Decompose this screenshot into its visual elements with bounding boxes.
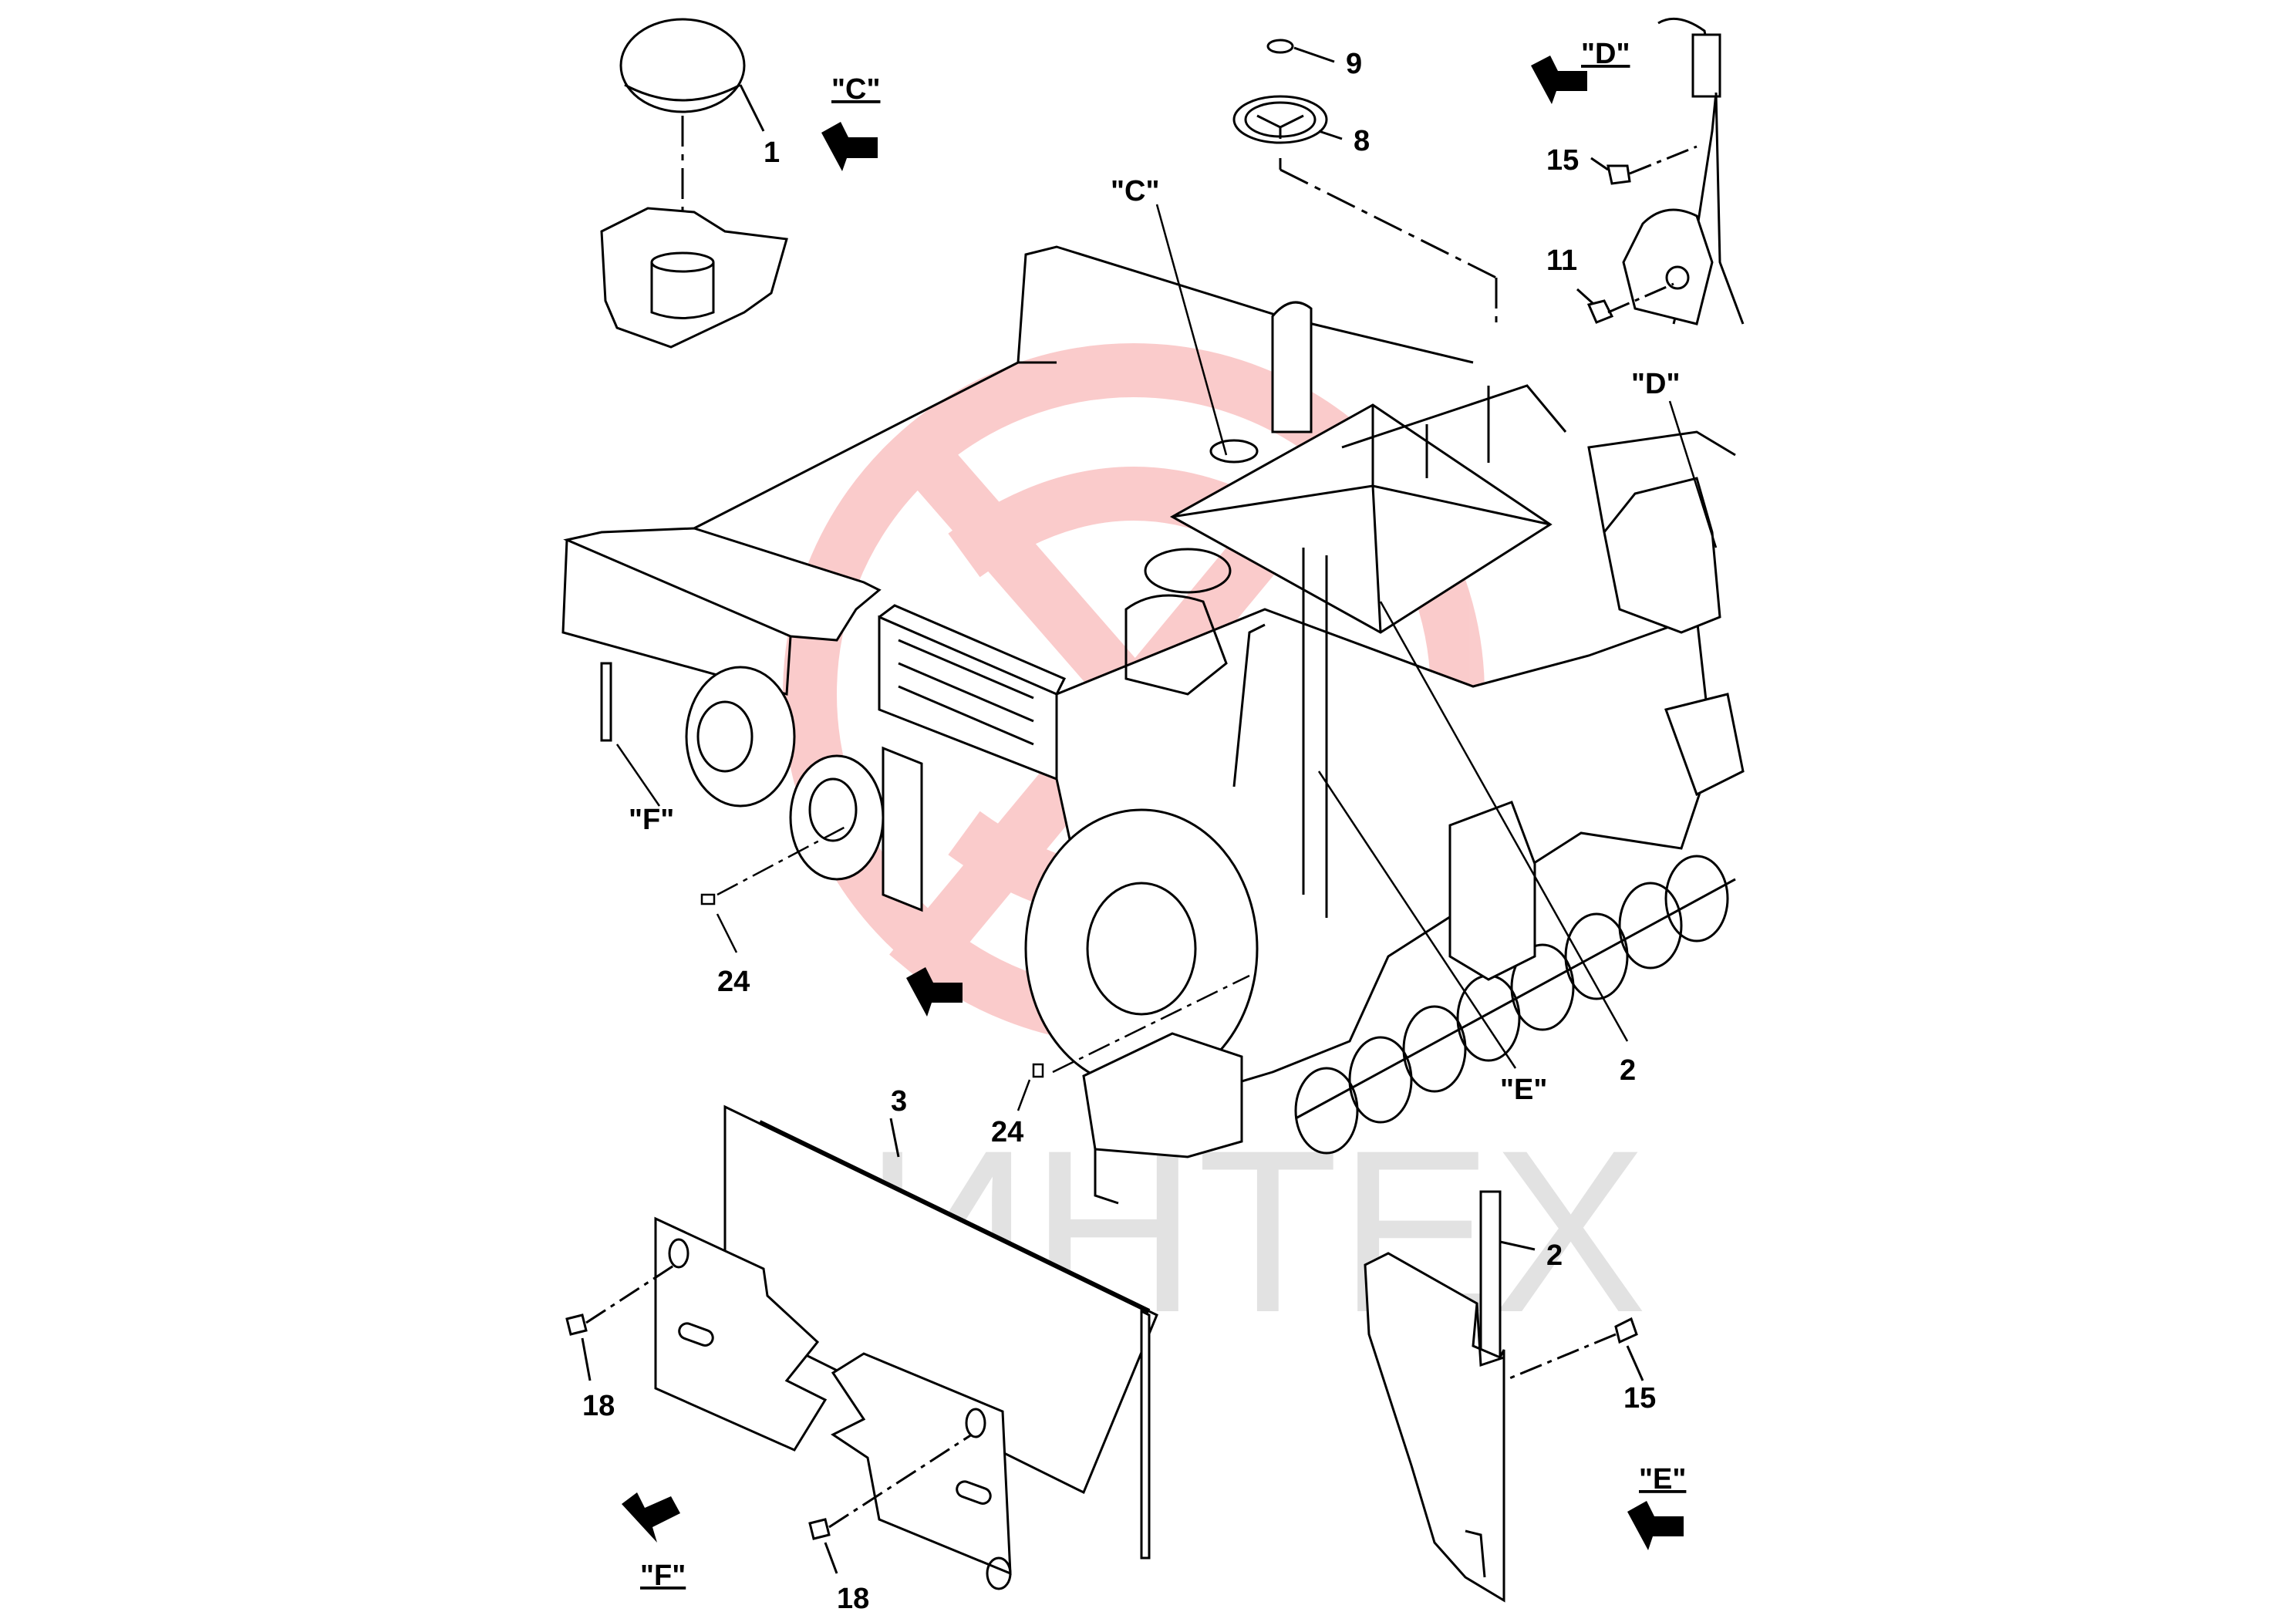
view-arrow-e xyxy=(1627,1501,1684,1550)
callout-8: 8 xyxy=(1354,125,1370,157)
view-arrow-c xyxy=(821,122,878,171)
bolt-part-18b xyxy=(808,1518,831,1540)
callout-2-main: 2 xyxy=(1620,1054,1636,1087)
nut-part-11 xyxy=(1586,299,1614,324)
steering-wheel-detail xyxy=(1232,39,1498,324)
detail-c xyxy=(600,18,788,349)
callout-18-left: 18 xyxy=(582,1390,615,1422)
bracket-plate-left xyxy=(654,1216,828,1452)
callout-15-detail-e: 15 xyxy=(1623,1382,1656,1415)
callout-3: 3 xyxy=(891,1085,907,1118)
view-arrow-f xyxy=(622,1492,680,1543)
leader-lines xyxy=(615,204,1718,1111)
asphalt-paver-body xyxy=(561,245,1745,1205)
view-label-d-main: "D" xyxy=(1631,368,1680,400)
bolt-part-18a xyxy=(565,1313,588,1336)
callout-15-detail-d: 15 xyxy=(1546,144,1579,177)
callout-18-right: 18 xyxy=(837,1583,869,1615)
horn-cap-part-9 xyxy=(1266,39,1294,54)
bolt-part-15 xyxy=(1607,164,1631,185)
callout-9: 9 xyxy=(1346,48,1362,80)
end-flap-body xyxy=(1364,1252,1505,1603)
callout-1: 1 xyxy=(764,137,780,169)
plate-part-24b xyxy=(1032,1063,1044,1078)
view-label-c-detail: "C" xyxy=(831,73,880,106)
view-label-d-detail: "D" xyxy=(1581,38,1630,70)
plate-part-24a xyxy=(700,893,716,905)
callout-11: 11 xyxy=(1546,244,1577,277)
view-label-e-detail: "E" xyxy=(1639,1463,1686,1496)
callout-24-left: 24 xyxy=(717,966,750,998)
view-label-f-main: "F" xyxy=(629,804,674,836)
auger-flights xyxy=(1294,855,1736,1155)
chain-strip xyxy=(1140,1309,1151,1560)
rod-part-2 xyxy=(1479,1190,1502,1359)
detail-f xyxy=(565,1104,1158,1590)
tank-plate xyxy=(600,207,788,349)
view-arrow-d xyxy=(1531,56,1587,104)
view-label-f-detail: "F" xyxy=(640,1560,686,1592)
callout-2-detail-e: 2 xyxy=(1546,1239,1563,1272)
view-label-c-main: "C" xyxy=(1111,175,1159,207)
cap-part-1 xyxy=(619,18,746,113)
bracket-plate-right xyxy=(831,1352,1012,1576)
callout-24-front: 24 xyxy=(991,1116,1023,1148)
bolt-part-15-detail-e xyxy=(1614,1317,1638,1344)
detail-e xyxy=(1364,1190,1644,1603)
view-arrow-front xyxy=(906,967,963,1017)
view-label-e-main: "E" xyxy=(1500,1074,1547,1106)
detail-d xyxy=(1576,17,1745,325)
